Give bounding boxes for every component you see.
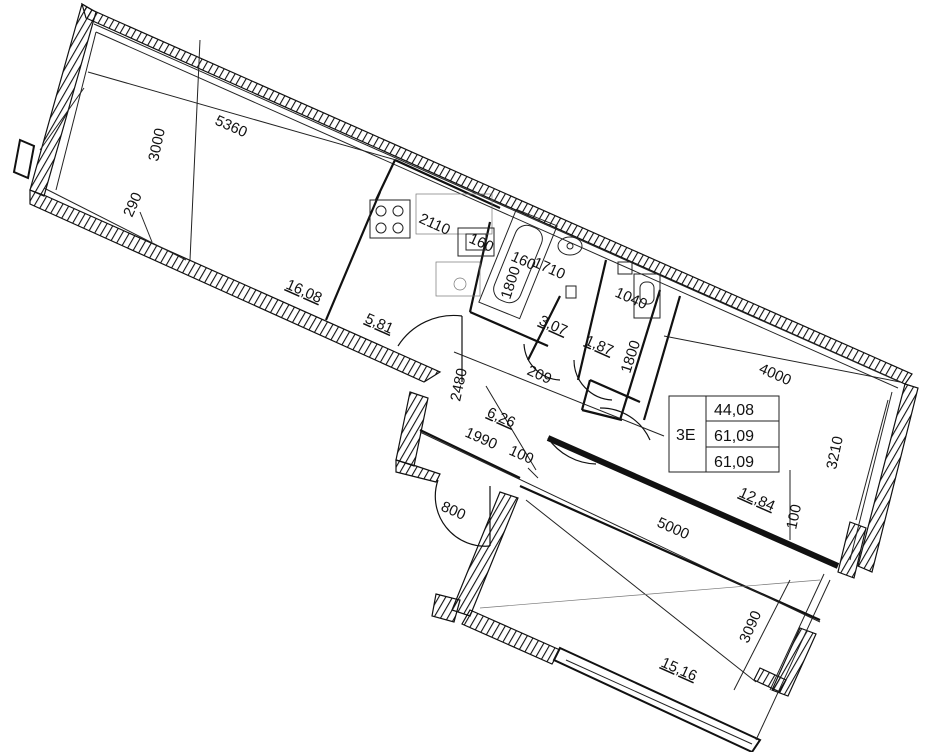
doors [397,314,651,547]
exterior-wall-north [81,2,913,389]
area-bedroom2: 15,16 [658,654,699,685]
dim-bedroom1-small: 100 [783,503,805,531]
dim-living-small: 290 [120,190,146,220]
summary-value-1: 44,08 [714,402,754,419]
interior-walls [324,158,840,622]
dim-bedroom2-length: 5000 [654,514,691,543]
dim-wc-a: 1040 [612,284,649,313]
area-hall: 6,26 [484,404,518,431]
dim-bedroom2-width: 3090 [736,608,765,645]
area-living: 16,08 [283,276,324,307]
dim-hall-d: 209 [524,362,554,388]
area-kitchen: 5,81 [362,310,396,337]
hall-walls [395,391,519,623]
dim-bedroom1-length: 4000 [756,360,793,389]
dim-hall-b: 1990 [462,424,499,453]
area-wc: 1,87 [582,332,616,359]
dim-hall-a: 2480 [447,367,471,403]
dim-hall-c: 100 [506,442,536,468]
dim-living-width: 3000 [145,127,169,163]
area-summary-table: 3E 44,08 61,09 61,09 [668,395,780,473]
bedroom-guides [419,335,901,691]
area-bedroom1: 12,84 [736,484,777,515]
dim-kitchen-length: 2110 [416,210,452,239]
exterior-wall-west [12,3,97,197]
apartment-code: 3E [676,427,696,444]
bedroom2-south-wall [461,609,762,752]
dim-entry: 800 [438,498,468,524]
summary-value-3: 61,09 [714,454,754,471]
summary-value-2: 61,09 [714,428,754,445]
exterior-wall-east [753,383,919,741]
living-south-wall [29,189,442,383]
kitchen-fixtures [369,193,495,297]
bathroom-fixtures [478,208,661,320]
dim-bedroom1-width: 3210 [823,435,847,471]
living-guides [39,39,397,261]
